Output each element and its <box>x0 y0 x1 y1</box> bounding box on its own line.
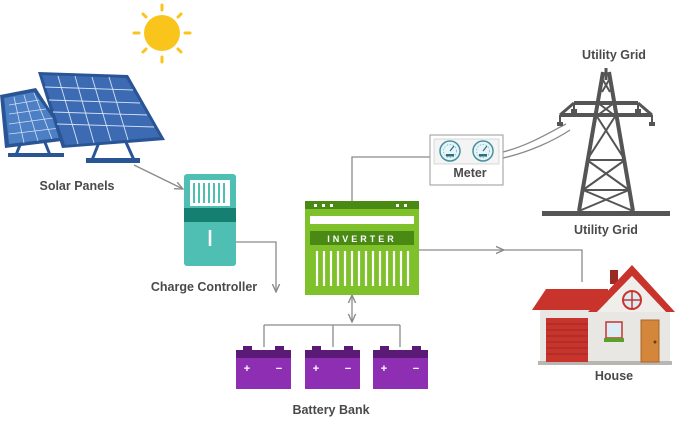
wire-meter-to-grid-2 <box>502 129 571 159</box>
battery-1-minus: − <box>276 363 282 375</box>
connection-wires <box>133 123 583 347</box>
battery-2-plus: + <box>313 363 319 375</box>
wire-controller-to-bus <box>236 241 276 292</box>
battery-3-minus: − <box>413 363 419 375</box>
inverter-label: INVERTER <box>327 234 397 244</box>
battery-3-plus: + <box>381 363 387 375</box>
meter-label: Meter <box>453 166 487 180</box>
inverter-icon: INVERTER <box>305 201 419 295</box>
wire-inverter-to-meter <box>351 156 430 201</box>
meter-icon <box>429 134 504 186</box>
wire-panels-to-controller <box>133 164 183 189</box>
battery-1-plus: + <box>244 363 250 375</box>
battery-2-minus: − <box>345 363 351 375</box>
solar-panel-back <box>0 88 70 157</box>
charge-controller-icon <box>184 174 236 266</box>
meter-dial-left <box>439 140 461 162</box>
wire-house-drop <box>504 249 583 282</box>
battery-icon-2: + − <box>305 346 360 389</box>
utility-grid-top-label: Utility Grid <box>582 48 646 62</box>
utility-grid-bottom-label: Utility Grid <box>574 223 638 237</box>
meter-dial-right <box>472 140 494 162</box>
solar-panel-icon <box>0 72 165 163</box>
wire-meter-to-grid-1 <box>502 123 567 153</box>
solar-panel-front <box>38 72 165 163</box>
solar-panels-label: Solar Panels <box>39 179 115 193</box>
charge-controller-label: Charge Controller <box>150 280 258 294</box>
battery-icon-3: + − <box>373 346 428 389</box>
battery-bank-label: Battery Bank <box>292 403 370 417</box>
sun-icon <box>132 3 192 64</box>
house-icon <box>532 265 675 365</box>
battery-icon-1: + − <box>236 346 291 389</box>
transmission-tower-icon <box>542 68 670 216</box>
house-label: House <box>594 369 634 383</box>
